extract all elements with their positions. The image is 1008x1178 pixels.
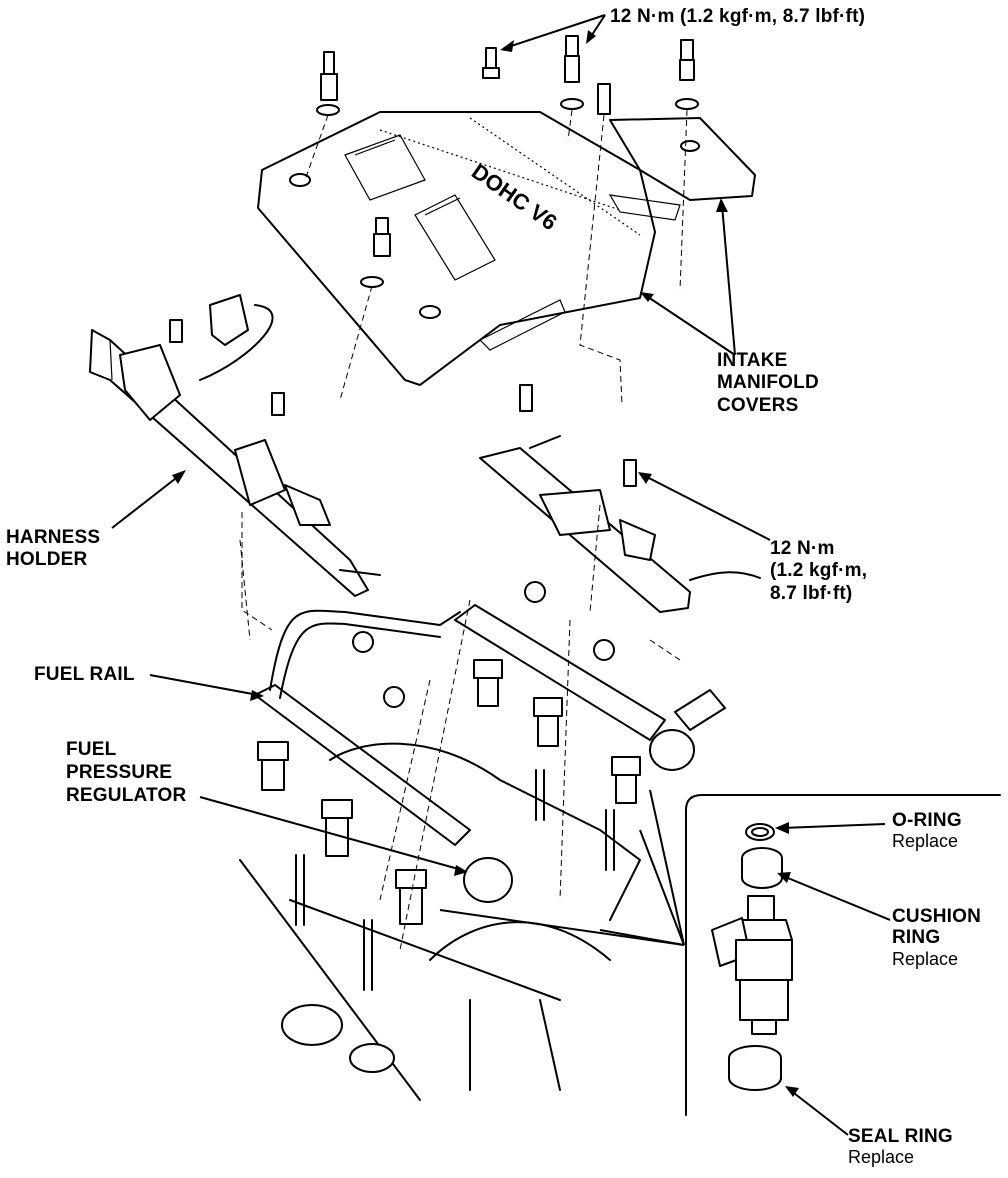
harness-holder-line-2: HOLDER: [6, 549, 88, 571]
fuel-injectors: [257, 659, 641, 925]
fuel-pressure-regulator-line-3: REGULATOR: [66, 785, 187, 807]
harness-holder-line-1: HARNESS: [6, 527, 101, 548]
seal-ring-note: Replace: [848, 1147, 915, 1168]
fuel-rail-nuts: [352, 581, 615, 708]
cover-bolts: [304, 35, 699, 406]
intake-manifold-cover: DOHC V6: [257, 111, 756, 386]
injector-detail-inset: [685, 794, 1001, 1116]
cushion-ring-line-2: RING: [892, 927, 941, 949]
cushion-ring-line-1: CUSHION: [892, 906, 982, 927]
intake-manifold-covers-line-3: COVERS: [717, 394, 799, 416]
leader-lines: [111, 14, 891, 1136]
o-ring-note: Replace: [892, 831, 959, 852]
seal-ring-callout: SEAL RING Replace: [848, 1126, 953, 1167]
torque-spec-top: 12 N·m (1.2 kgf·m, 8.7 lbf·ft): [610, 6, 866, 27]
cushion-ring-note: Replace: [892, 948, 959, 969]
cushion-ring-callout: CUSHION RING Replace: [892, 906, 981, 969]
o-ring-label: O-RING: [892, 810, 962, 831]
o-ring-callout: O-RING Replace: [892, 810, 962, 851]
fuel-pressure-regulator-line-1: FUEL: [66, 739, 117, 760]
harness-holder-right: [479, 384, 761, 661]
fuel-pressure-regulator-line-2: PRESSURE: [66, 762, 173, 784]
torque-spec-right-line-3: 8.7 lbf·ft): [770, 582, 853, 604]
intake-manifold-covers-line-1: INTAKE: [717, 350, 788, 371]
seal-ring-label: SEAL RING: [848, 1126, 953, 1147]
harness-holder-label: HARNESS HOLDER: [6, 527, 100, 572]
fuel-rail-label: FUEL RAIL: [34, 664, 135, 685]
intake-manifold-covers-label: INTAKE MANIFOLD COVERS: [717, 350, 819, 417]
harness-holder: [89, 294, 381, 631]
intake-manifold-covers-line-2: MANIFOLD: [717, 372, 819, 394]
torque-spec-right-line-1: 12 N·m: [770, 538, 835, 559]
intake-manifold-lower: [239, 539, 641, 1101]
torque-spec-right-line-2: (1.2 kgf·m,: [770, 560, 868, 582]
fuel-pressure-regulator-label: FUEL PRESSURE REGULATOR: [66, 738, 186, 808]
fuel-rail: [254, 604, 726, 903]
torque-spec-right: 12 N·m (1.2 kgf·m, 8.7 lbf·ft): [770, 538, 867, 605]
